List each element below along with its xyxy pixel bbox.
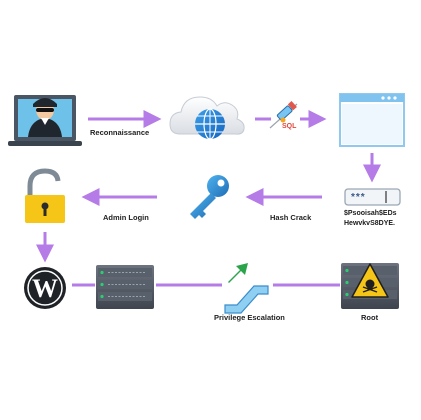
server-rack-icon xyxy=(96,265,154,309)
hash-line-2: HewvkvS8DYE. xyxy=(344,220,395,227)
hash-line-1: $Psooisah$EDs xyxy=(344,210,397,217)
key-icon xyxy=(190,175,229,219)
password-mask: *** xyxy=(351,192,366,203)
svg-text:W: W xyxy=(32,274,58,303)
browser-window-icon xyxy=(339,93,405,147)
wordpress-logo-icon: W xyxy=(24,267,66,309)
cloud-globe-icon xyxy=(169,96,245,140)
label-reconnaissance: Reconnaissance xyxy=(90,128,150,137)
connector-arrows xyxy=(36,110,381,287)
escalator-arrow-icon xyxy=(224,263,269,314)
label-privilege-escalation: Privilege Escalation xyxy=(214,313,285,322)
padlock-icon xyxy=(25,168,65,223)
hacker-laptop-icon xyxy=(8,95,82,146)
warning-skull-icon xyxy=(351,263,389,298)
syringe-icon xyxy=(269,101,298,129)
label-sql: SQL xyxy=(282,123,297,130)
label-root: Root xyxy=(361,313,379,322)
label-hash-crack: Hash Crack xyxy=(270,213,312,222)
password-field-icon xyxy=(344,188,401,206)
label-admin-login: Admin Login xyxy=(103,213,149,222)
